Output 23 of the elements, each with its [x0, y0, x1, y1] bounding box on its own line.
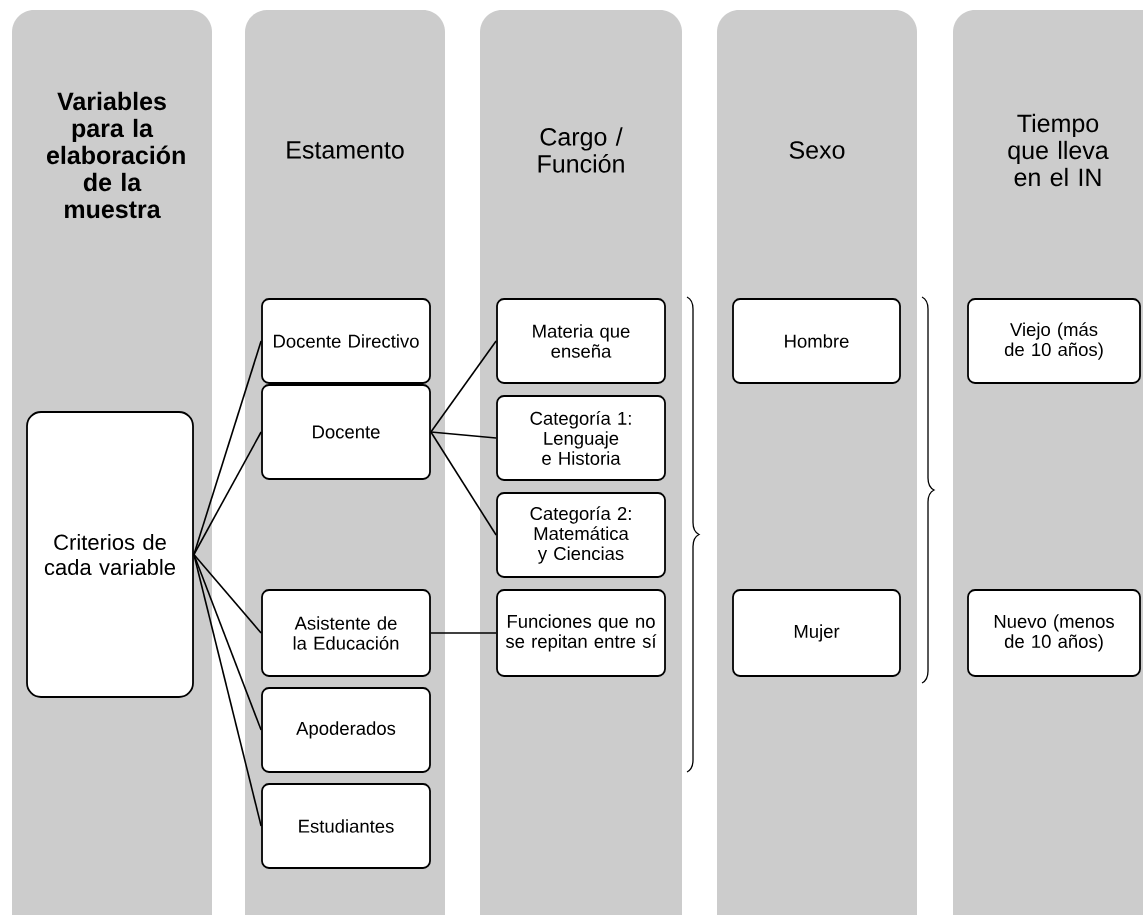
category-box: Apoderados	[261, 687, 431, 773]
connector-line	[430, 632, 497, 634]
connector-line	[193, 553, 262, 827]
connector-line	[193, 553, 262, 634]
category-box: Docente Directivo	[261, 298, 431, 384]
category-box: Viejo (más de 10 años)	[967, 298, 1141, 384]
connector-line	[193, 553, 262, 731]
category-box: Materia que enseña	[496, 298, 666, 384]
connector-line	[193, 340, 262, 556]
category-box: Mujer	[732, 589, 901, 677]
connector-line	[430, 340, 497, 433]
category-box: Categoría 1: Lenguaje e Historia	[496, 395, 666, 481]
category-box: Asistente de la Educación	[261, 589, 431, 677]
category-box: Nuevo (menos de 10 años)	[967, 589, 1141, 677]
category-box: Funciones que no se repitan entre sí	[496, 589, 666, 677]
connector-line	[430, 431, 497, 536]
connector-line	[193, 431, 262, 556]
category-box: Hombre	[732, 298, 901, 384]
category-box: Docente	[261, 384, 431, 480]
connector-line	[430, 431, 497, 439]
category-box: Categoría 2: Matemática y Ciencias	[496, 492, 666, 578]
category-box: Estudiantes	[261, 783, 431, 869]
category-box: Criterios de cada variable	[26, 411, 194, 698]
